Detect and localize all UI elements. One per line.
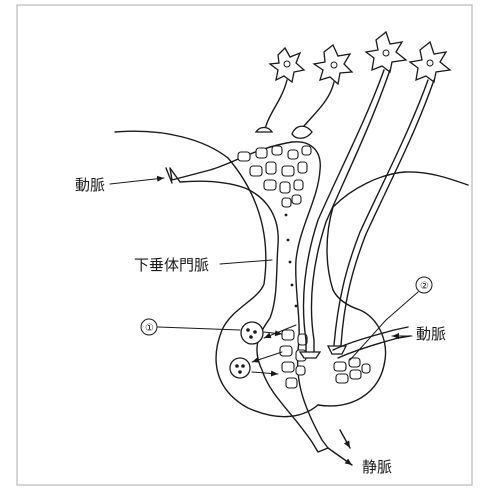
- artery-left-leader: [110, 178, 164, 184]
- secondary-plexus-cells: [280, 330, 307, 388]
- marker-1-label: ①: [145, 323, 154, 334]
- vein-arrow-1: [328, 448, 352, 465]
- marker-2-label: ②: [420, 281, 429, 292]
- figure-border: [17, 5, 472, 485]
- portal-vein-leader: [220, 260, 272, 264]
- neurons: [256, 32, 450, 358]
- artery-left-label: 動脈: [75, 176, 105, 194]
- portal-vein-label: 下垂体門脈: [134, 256, 209, 274]
- vein-label: 静脈: [362, 458, 392, 476]
- primary-plexus-cells: [238, 146, 311, 207]
- marker-1-leader: [158, 327, 240, 330]
- posterior-plexus-cells: [334, 358, 370, 383]
- artery-right-label: 動脈: [416, 325, 446, 343]
- brain-outline-right: [333, 172, 468, 207]
- brain-outline-left: [115, 131, 228, 158]
- artery-right-vessel-2: [338, 336, 410, 358]
- vein-arrow-2: [340, 430, 350, 448]
- stalk-gland-left-outline: [216, 158, 318, 417]
